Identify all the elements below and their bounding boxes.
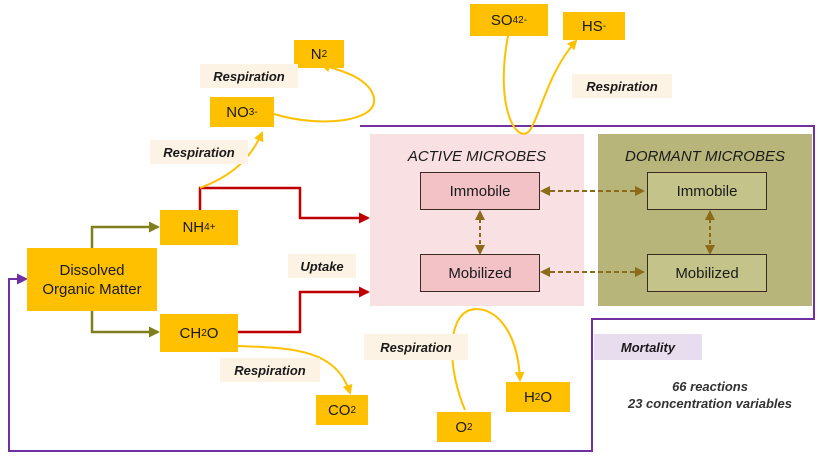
respiration-label-oxygen: Respiration [364, 334, 468, 360]
ch2o-post: O [206, 324, 219, 342]
h2o-post: O [540, 388, 553, 406]
variables-count: 23 concentration variables [627, 396, 792, 411]
active-mobilized-box: Mobilized [420, 254, 540, 292]
o2-to-h2o-arrow [451, 308, 525, 411]
hs-base: HS [581, 17, 603, 35]
h2o-pre: H [523, 388, 535, 406]
respiration-label-no3: Respiration [150, 140, 248, 164]
summary-notes: 66 reactions 23 concentration variables [600, 378, 820, 412]
active-microbes-title: ACTIVE MICROBES [407, 148, 547, 165]
dom-label: Dissolved Organic Matter [42, 261, 142, 298]
nh4-to-no3-arrow [199, 131, 264, 189]
so4-sub: 4 [512, 14, 519, 26]
hs-node: HS- [563, 12, 625, 40]
dormant-mobilized-box: Mobilized [647, 254, 767, 292]
dom-to-ch2o-arrow [90, 311, 160, 338]
no3-base: NO [226, 103, 249, 121]
nh4-sup: + [209, 222, 216, 233]
n2-base: N [310, 45, 322, 63]
ch2o-sub: 2 [201, 327, 207, 339]
mortality-label: Mortality [594, 334, 702, 360]
dormant-immobile-box: Immobile [647, 172, 767, 210]
no3-sup: - [254, 106, 258, 118]
co2-sub: 2 [350, 404, 357, 416]
nh4-base: NH [182, 219, 205, 236]
dormant-microbes-title: DORMANT MICROBES [624, 148, 785, 165]
n2-sub: 2 [321, 48, 328, 60]
mortality-frame [8, 125, 815, 452]
nh4-uptake-arrow [198, 186, 370, 224]
so4-base: SO [490, 11, 513, 29]
so4-sup: 2- [518, 14, 528, 26]
hs-sup: - [602, 20, 607, 32]
no3-sub: 3 [248, 106, 255, 118]
dom-to-nh4-arrow [90, 221, 160, 248]
o2-base: O [455, 418, 468, 436]
reactions-count: 66 reactions [672, 379, 748, 394]
nh4-sub: 4 [204, 222, 210, 233]
so4-to-hs-arrow [502, 35, 578, 135]
respiration-label-sulfate: Respiration [572, 74, 672, 98]
ch2o-pre: CH [179, 324, 202, 342]
o2-sub: 2 [467, 421, 473, 433]
dissolved-organic-matter-node: Dissolved Organic Matter [27, 248, 157, 311]
h2o-sub: 2 [534, 391, 541, 403]
no3-to-n2-arrow [273, 62, 376, 123]
uptake-label: Uptake [288, 254, 356, 278]
respiration-label-co2: Respiration [220, 358, 320, 382]
co2-base: CO [327, 401, 351, 419]
ch2o-to-co2-arrow [237, 345, 353, 395]
ch2o-uptake-arrow [238, 286, 370, 334]
respiration-label-n2: Respiration [200, 64, 298, 88]
active-immobile-box: Immobile [420, 172, 540, 210]
